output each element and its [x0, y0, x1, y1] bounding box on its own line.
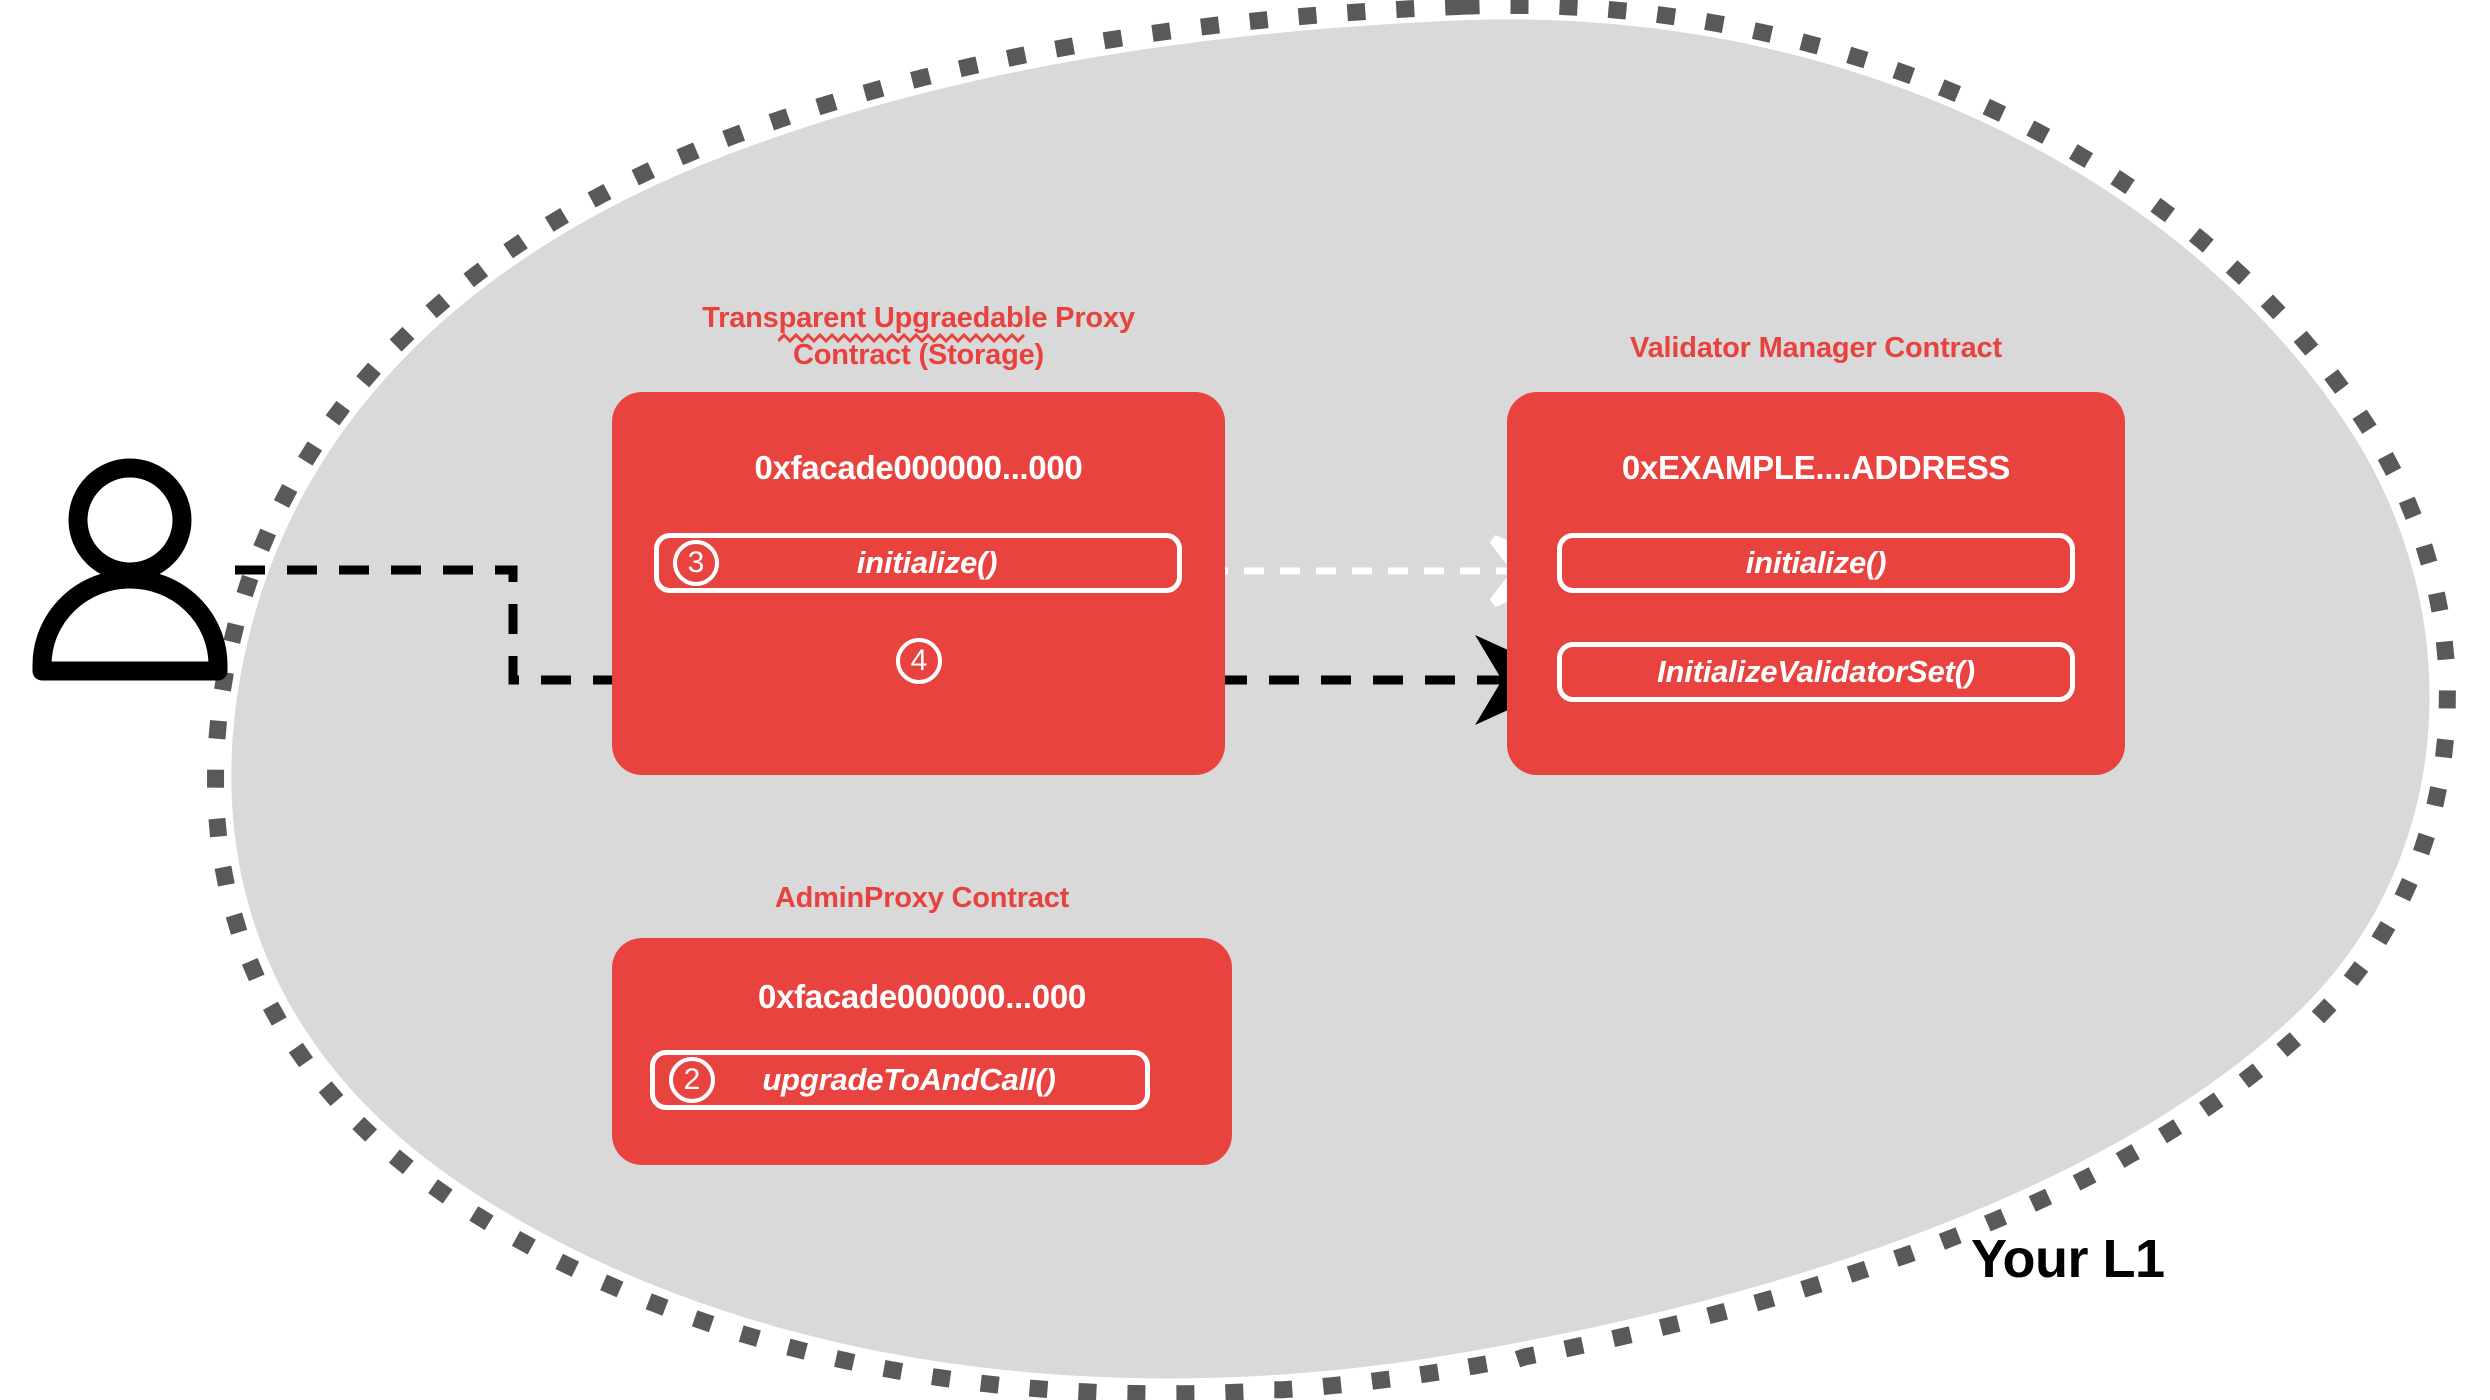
- contract-card-validator-manager[interactable]: 0xEXAMPLE....ADDRESS initialize() Initia…: [1507, 392, 2125, 775]
- contract-validator-manager: Validator Manager Contract 0xEXAMPLE....…: [1507, 330, 2125, 775]
- contract-transparent-proxy: Transparent Upgraedable Proxy Contract (…: [612, 300, 1225, 775]
- contract-address-validator-manager: 0xEXAMPLE....ADDRESS: [1621, 449, 2011, 486]
- spellcheck-squiggle-icon: [778, 333, 1026, 344]
- function-pill-initialize-validator-set[interactable]: InitializeValidatorSet(): [1557, 642, 2075, 702]
- contract-title-validator-manager: Validator Manager Contract: [1630, 332, 2002, 364]
- contract-admin-proxy: AdminProxy Contract 0xfacade000000...000…: [612, 880, 1232, 1165]
- contract-title-admin-proxy: AdminProxy Contract: [774, 882, 1070, 914]
- step-badge-2: 2: [669, 1057, 715, 1103]
- function-pill-upgrade-to-and-call[interactable]: 2 upgradeToAndCall(): [650, 1050, 1150, 1110]
- l1-region-label: Your L1: [1971, 1229, 2165, 1289]
- contract-title-transparent-proxy: Transparent Upgraedable Proxy Contract (…: [702, 302, 1135, 372]
- function-pill-initialize[interactable]: 3 initialize(): [654, 533, 1182, 593]
- function-label-manager-initialize: initialize(): [1745, 545, 1887, 580]
- step-badge-4: 4: [896, 638, 942, 684]
- person-icon: [32, 458, 228, 681]
- contract-address-admin-proxy: 0xfacade000000...000: [758, 978, 1086, 1015]
- step-badge-3: 3: [673, 540, 719, 586]
- contract-address-transparent-proxy: 0xfacade000000...000: [754, 449, 1083, 486]
- function-pill-manager-initialize[interactable]: initialize(): [1557, 533, 2075, 593]
- contract-card-transparent-proxy[interactable]: 0xfacade000000...000 3 initialize() 4: [612, 392, 1225, 775]
- function-label-initialize: initialize(): [856, 545, 998, 580]
- function-label-initialize-validator-set: InitializeValidatorSet(): [1657, 654, 1975, 689]
- function-label-upgrade-to-and-call: upgradeToAndCall(): [762, 1062, 1056, 1097]
- contract-card-admin-proxy[interactable]: 0xfacade000000...000 2 upgradeToAndCall(…: [612, 938, 1232, 1165]
